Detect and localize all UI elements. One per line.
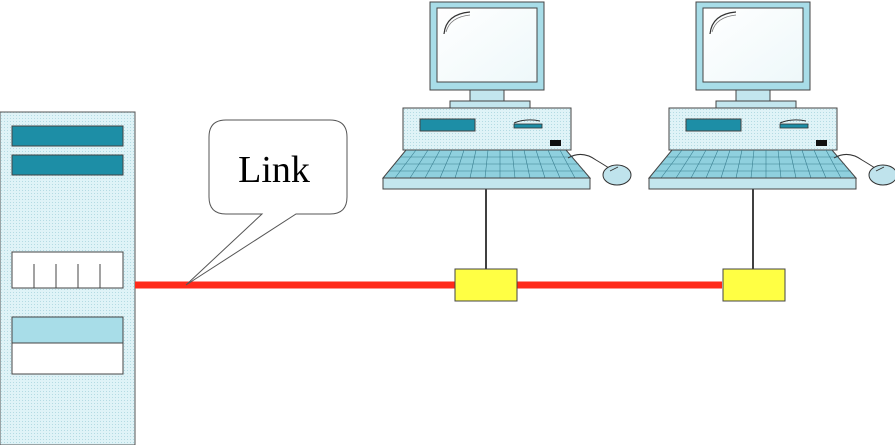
network-tap-icon	[722, 268, 786, 302]
network-tap-icon	[454, 268, 518, 302]
server-tower-icon	[0, 111, 136, 445]
callout-label: Link	[238, 149, 310, 191]
desktop-computer-icon	[648, 1, 895, 190]
desktop-computer-icon	[382, 1, 632, 190]
link-callout: Link	[185, 119, 348, 286]
